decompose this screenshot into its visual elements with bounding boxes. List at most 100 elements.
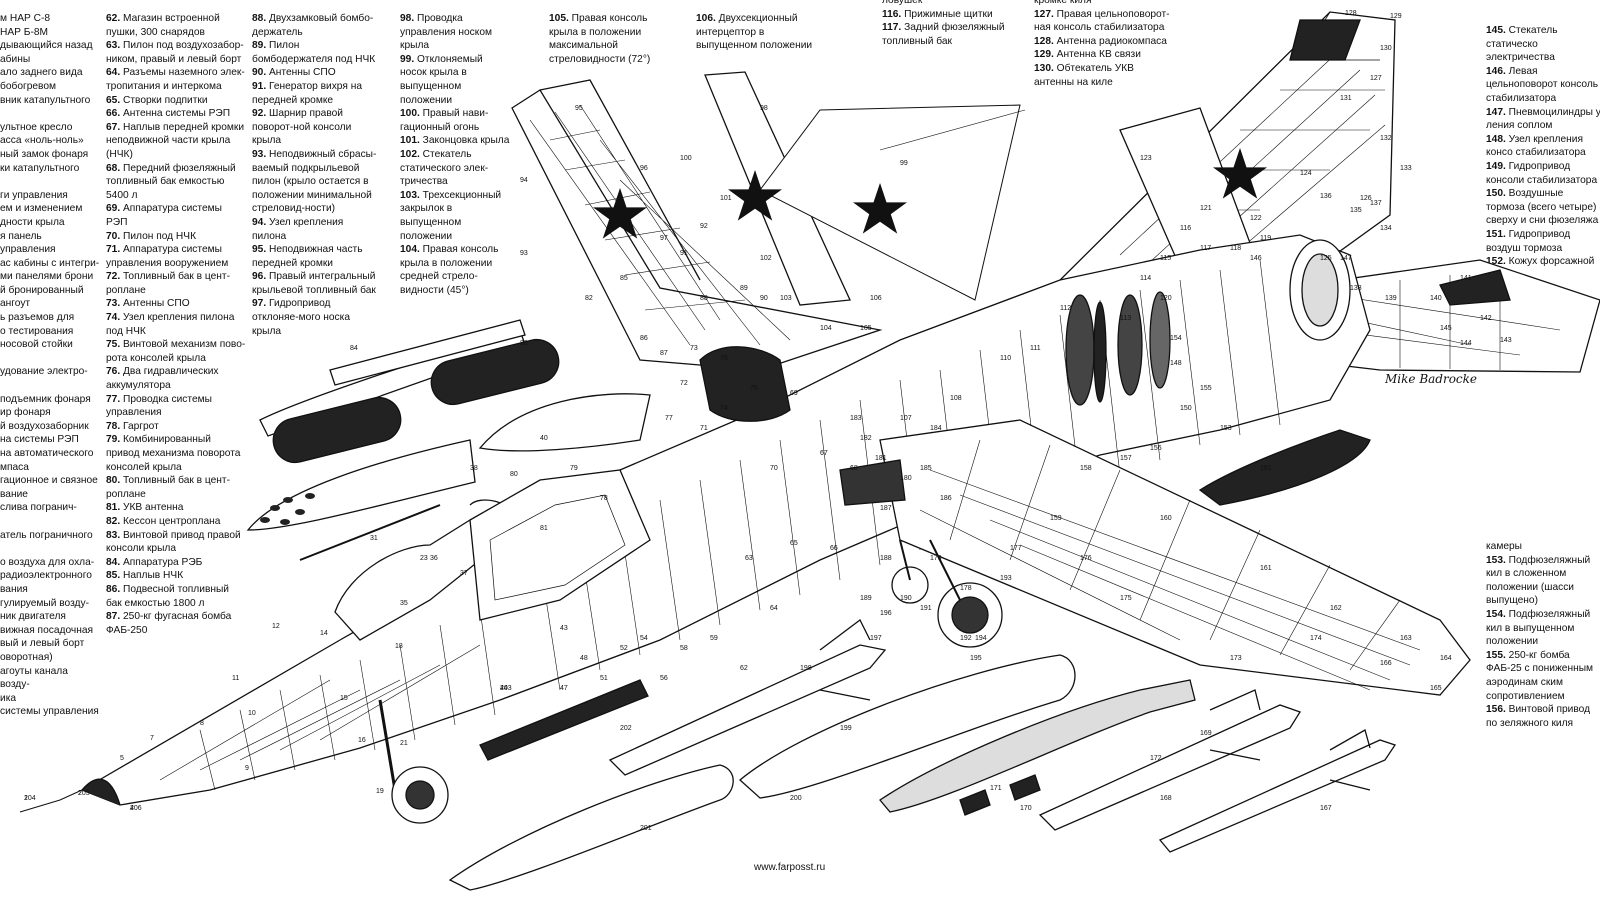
- callout-number: 124: [1300, 170, 1312, 177]
- legend-item-number: 155.: [1486, 649, 1509, 661]
- legend-item-number: 88.: [252, 13, 269, 24]
- callout-number: 66: [830, 545, 838, 552]
- legend-item: ми панелями брони: [0, 270, 100, 284]
- callout-number: 9: [245, 765, 249, 772]
- legend-item: бобогревом: [0, 80, 100, 94]
- missile-202: [608, 644, 887, 776]
- legend-item-text: Гидропривод консоли стабилизатора: [1486, 160, 1598, 186]
- callout-number: 161: [1260, 565, 1272, 572]
- legend-item-text: 250-кг фугасная бомба ФАБ-250: [106, 611, 232, 636]
- callout-number: 185: [920, 465, 932, 472]
- legend-item: 90. Антенны СПО: [252, 66, 378, 80]
- legend-item-text: Наплыв НЧК: [123, 570, 184, 582]
- legend-item-number: 77.: [106, 393, 123, 405]
- legend-item: 62. Магазин встроенной пушки, 300 снаряд…: [106, 12, 246, 39]
- legend-item-text: вый и левый борт: [0, 638, 85, 650]
- callout-numbers: 1245789101112141516181921233135363738404…: [24, 10, 1512, 832]
- callout-number: 189: [860, 595, 872, 602]
- callout-number: 180: [900, 475, 912, 482]
- legend-item-text: ас кабины с интегри-: [0, 257, 100, 269]
- legend-item-text: Пилон под воздухозабор-ником, правый и л…: [106, 40, 244, 65]
- legend-item-text: Антенна радиокомпаса: [1056, 35, 1167, 47]
- legend-item: 68. Передний фюзеляжный топливный бак ем…: [106, 162, 246, 203]
- legend-item: ь разъемов для: [0, 311, 100, 325]
- legend-item: 128. Антенна радиокомпаса: [1034, 35, 1174, 49]
- callout-number: 94: [520, 177, 528, 184]
- legend-item-text: ика: [0, 692, 17, 704]
- legend-item: дывающийся назад: [0, 39, 100, 53]
- legend-item: удование электро-: [0, 365, 100, 379]
- legend-item-text: Воздушные тормоза (всего четыре) сверху …: [1486, 188, 1599, 227]
- legend-item: 149. Гидропривод консоли стабилизатора: [1486, 160, 1600, 187]
- main-gear-wheel-2: [891, 566, 929, 604]
- legend-item: 98. Проводка управления носком крыла: [400, 12, 512, 53]
- callout-number: 7: [150, 735, 154, 742]
- legend-item: 102. Стекатель статического элек-тричест…: [400, 148, 512, 189]
- legend-item-text: радиоэлектронного: [0, 570, 92, 582]
- callout-number: 140: [1430, 295, 1442, 302]
- legend-item: й бронированный: [0, 284, 100, 298]
- legend-item-text: ангоут: [0, 298, 31, 310]
- legend-item: м НАР С-8: [0, 12, 100, 26]
- legend-item: мпаса: [0, 461, 100, 475]
- legend-item-number: 64.: [106, 67, 123, 79]
- legend-item-number: 65.: [106, 94, 123, 106]
- legend-item: ало заднего вида: [0, 66, 100, 80]
- legend-item: гационное и связное: [0, 474, 100, 488]
- callout-number: 44: [500, 685, 508, 692]
- callout-number: 176: [1080, 555, 1092, 562]
- callout-number: 158: [1080, 465, 1092, 472]
- legend-item-text: Кожух форсажной: [1508, 256, 1595, 268]
- legend-item-text: Узел крепления пилона под НЧК: [106, 312, 235, 337]
- legend-item-number: 128.: [1034, 35, 1057, 47]
- callout-number: 114: [1140, 275, 1151, 282]
- legend-item-text: Законцовка крыла: [422, 135, 510, 147]
- callout-number: 168: [1160, 795, 1172, 802]
- legend-item-text: дывающийся назад: [0, 40, 93, 52]
- callout-number: 188: [880, 555, 892, 562]
- legend-item-text: на автоматического: [0, 448, 94, 459]
- artist-signature: Mike Badrocke: [1385, 372, 1478, 386]
- legend-item-text: Кессон центроплана: [123, 515, 221, 527]
- legend-item-text: носовой стойки: [0, 339, 73, 351]
- legend-item-text: НАР Б-8М: [0, 26, 49, 38]
- legend-item-number: 79.: [106, 434, 123, 446]
- legend-item: ир фонаря: [0, 406, 100, 420]
- legend-item-text: Обтекатель УКВ антенны на киле: [1034, 62, 1134, 88]
- callout-number: 113: [1120, 315, 1131, 322]
- legend-item-number: 76.: [106, 366, 123, 378]
- legend-item-number: 147.: [1486, 106, 1509, 118]
- callout-number: 76: [720, 355, 728, 362]
- callout-number: 21: [400, 740, 408, 747]
- callout-number: 137: [1370, 200, 1382, 207]
- legend-item: 75. Винтовой механизм пово-рота консолей…: [106, 338, 246, 365]
- legend-item-text: 250-кг бомба ФАБ-25 с пониженным аэродин…: [1486, 649, 1594, 702]
- legend-item: 104. Правая консоль крыла в положении ср…: [400, 243, 512, 297]
- legend-item: радиоэлектронного: [0, 569, 100, 583]
- legend-item: 89. Пилон бомбодержателя под НЧК: [252, 39, 378, 66]
- legend-item: ангоут: [0, 297, 100, 311]
- legend-item-text: Передний фюзеляжный топливный бак емкост…: [106, 162, 236, 201]
- callout-number: 151: [1260, 465, 1272, 472]
- legend-item-text: Антенны СПО: [123, 298, 190, 310]
- legend-item: 84. Аппаратура РЭБ: [106, 556, 246, 570]
- legend-item-text: Винтовой привод по зеляжного киля: [1486, 704, 1591, 729]
- legend-item: атель пограничного: [0, 529, 100, 543]
- legend-item: гулируемый возду-: [0, 597, 100, 611]
- legend-item-number: 87.: [106, 611, 123, 623]
- legend-item-text: ир фонаря: [0, 407, 51, 419]
- legend-item-number: 154.: [1486, 608, 1509, 620]
- callout-number: 92: [700, 223, 708, 230]
- callout-number: 14: [320, 630, 328, 637]
- callout-number: 129: [1390, 13, 1402, 20]
- legend-item-text: Магазин встроенной пушки, 300 снарядов: [106, 13, 220, 38]
- callout-number: 175: [1120, 595, 1132, 602]
- legend-item-number: 104.: [400, 244, 423, 256]
- legend-item-text: бобогревом: [0, 80, 57, 92]
- callout-number: 106: [870, 295, 882, 302]
- callout-number: 198: [800, 665, 812, 672]
- legend-item: системы управления: [0, 705, 100, 719]
- legend-item-text: Подфюзеляжный кил в сложенном положении …: [1486, 554, 1591, 607]
- legend-item-number: 66.: [106, 108, 123, 120]
- legend-item-number: 130.: [1034, 62, 1057, 74]
